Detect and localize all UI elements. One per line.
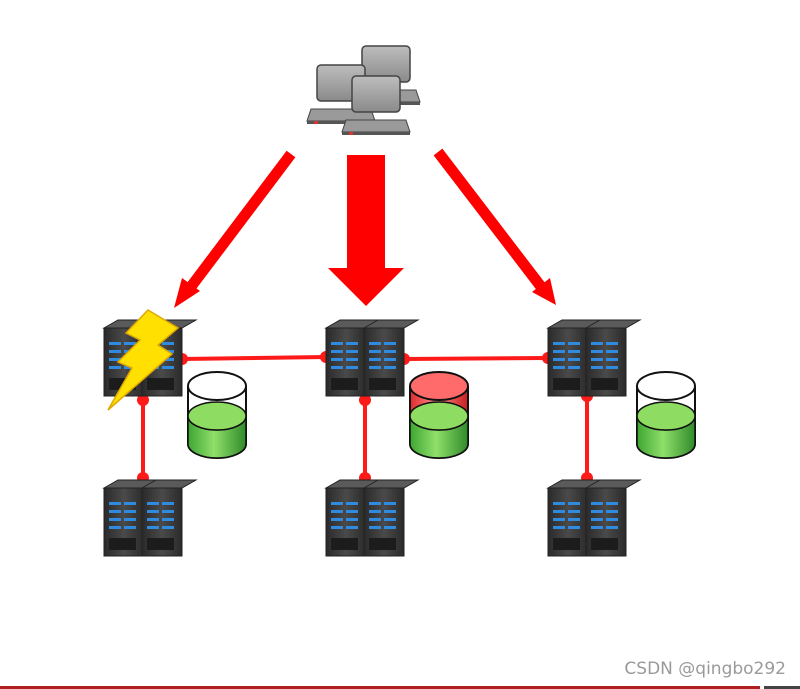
server-node-3-icon	[547, 319, 641, 397]
database-3-icon	[636, 371, 696, 459]
network-links	[141, 355, 589, 478]
watermark: CSDN @qingbo292	[624, 659, 786, 679]
replica-server-2-icon	[325, 479, 419, 557]
client-workstations-icon	[306, 45, 421, 136]
database-1-icon	[187, 371, 247, 459]
request-arrow-left	[174, 150, 296, 308]
bottom-divider	[0, 686, 760, 689]
replica-server-3-icon	[547, 479, 641, 557]
replica-server-1-icon	[103, 479, 197, 557]
server-node-2-icon	[325, 319, 419, 397]
bottom-divider-end	[764, 686, 800, 689]
link-node1-node2	[181, 355, 327, 361]
request-arrow-center	[328, 155, 404, 306]
link-node2-node3	[403, 356, 549, 361]
database-2-icon	[409, 371, 469, 459]
request-arrow-right	[433, 148, 556, 305]
lightning-bolt-icon	[107, 309, 180, 411]
